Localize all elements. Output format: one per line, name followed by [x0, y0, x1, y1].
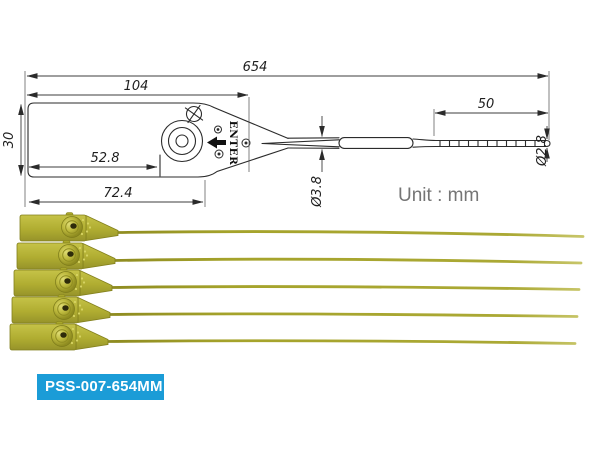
dim-strap-diameter-value: Ø3.8	[310, 176, 325, 208]
embossed-enter-text: ENTER	[227, 121, 239, 166]
technical-drawing: ENTER 654	[2, 60, 551, 208]
pin-holes	[214, 125, 251, 159]
dim-lock-offset-value: 52.8	[91, 151, 120, 166]
dim-flag-length-value: 72.4	[104, 186, 133, 201]
dim-head-height-value: 30	[2, 132, 17, 149]
dim-overall-length: 654	[26, 60, 549, 79]
dim-overall-length-value: 654	[243, 60, 268, 75]
seal-item	[13, 267, 581, 297]
serration-ticks	[439, 139, 546, 148]
insert-direction-arrow-icon	[207, 136, 226, 149]
lock-barrel	[160, 119, 204, 163]
unit-note: Unit : mm	[398, 185, 479, 206]
dim-head-length: 104	[26, 79, 249, 98]
dim-head-length-value: 104	[124, 79, 149, 94]
seal-item	[11, 294, 579, 324]
dim-tail-length-value: 50	[478, 97, 495, 112]
dim-tip-diameter-value: Ø2.8	[535, 135, 550, 167]
dim-tail-length: 50	[434, 97, 549, 116]
dim-flag-length: 72.4	[28, 186, 204, 205]
dim-tip-diameter: Ø2.8	[535, 126, 550, 167]
product-photo	[9, 212, 585, 351]
strap-outline	[261, 137, 551, 149]
seal-item	[9, 321, 577, 351]
product-model-badge: PSS-007-654MM	[37, 374, 164, 400]
registration-mark-icon	[184, 104, 204, 124]
dim-strap-diameter: Ø3.8	[310, 116, 325, 208]
dim-lock-offset: 52.8	[28, 151, 158, 170]
seal-item	[16, 240, 583, 270]
seal-head-outline	[27, 102, 289, 178]
dim-head-height: 30	[2, 104, 24, 176]
seal-item	[19, 212, 585, 242]
